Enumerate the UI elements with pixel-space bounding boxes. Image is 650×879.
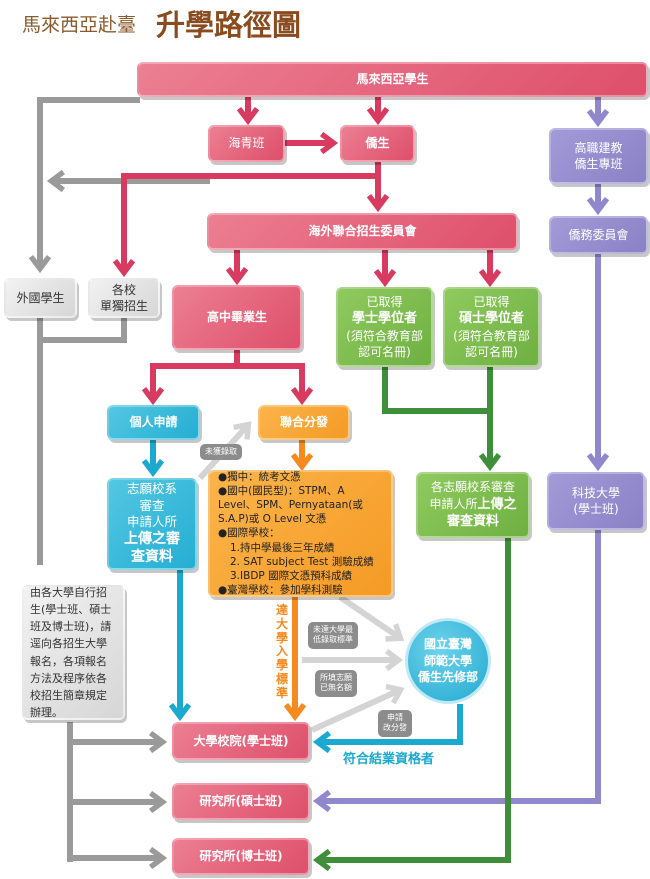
node-criteria: ●獨中：統考文憑 ●國中(國民型)：STPM、A Level、SPM、Perny…: [208, 470, 393, 597]
line: 國立臺灣: [423, 636, 472, 651]
line: 已取得: [473, 294, 510, 309]
node-haiqing: 海青班: [208, 125, 285, 162]
node-committee: 海外聯合招生委員會: [207, 213, 518, 250]
line: (須符合教育部: [453, 328, 530, 343]
node-bachelor-holder: 已取得學士學位者(須符合教育部認可名冊): [336, 287, 433, 367]
node-review-blue: 志願校系審查申請人所上傳之審查資料: [107, 478, 197, 570]
node-tech-university: 科技大學 (學士班): [547, 472, 645, 530]
line: 查資料: [131, 549, 173, 566]
line: 審查: [139, 497, 165, 513]
criteria-item: 3.IBDP 國際文憑預科成績: [230, 569, 353, 582]
node-high-school-grad: 高中畢業生: [172, 285, 302, 350]
line: 各志願校系審查: [430, 480, 515, 495]
criteria-item: ●國際學校：: [218, 527, 280, 540]
label-meets-standard: 達大學入學標準: [276, 603, 289, 700]
node-grad-phd: 研究所(博士班): [172, 838, 310, 875]
criteria-item: 1.持中學最後三年成績: [230, 541, 335, 554]
line: 各校: [111, 282, 136, 297]
label-apply-redistribute: 申請改分發: [378, 710, 412, 737]
node-vocational: 高職建教僑生專班: [549, 128, 648, 184]
line: 科技大學: [571, 485, 620, 500]
node-ocac: 僑務委員會: [549, 216, 648, 254]
label-not-admitted: 未獲錄取: [200, 444, 242, 461]
node-master-holder: 已取得碩士學位者(須符合教育部認可名冊): [443, 287, 540, 367]
line: 所填志願: [320, 673, 352, 682]
line: 僑生專班: [574, 157, 623, 171]
node-personal-application: 個人申請: [107, 405, 200, 440]
line: 已無名額: [320, 683, 352, 693]
line: 高職建教: [574, 140, 623, 155]
node-malaysia-students: 馬來西亞學生: [137, 62, 648, 97]
node-foreign-students: 外國學生: [4, 278, 77, 318]
line: 僑生先修部: [417, 670, 478, 685]
criteria-item: 2. SAT subject Test 測驗成績: [230, 555, 374, 568]
title-main: 升學路徑圖: [156, 8, 302, 42]
line: 認可名冊): [465, 344, 518, 359]
node-self-recruit-note: 由各大學自行招生(學士班、碩士班及博士班)，請逕向各招生大學報名，各項報名方法及…: [22, 585, 125, 720]
title-prefix: 馬來西亞赴臺: [22, 14, 137, 36]
line: 低錄取標準: [313, 635, 353, 645]
line: 學士學位者: [351, 311, 417, 327]
line: 已取得: [366, 294, 403, 309]
line: 申請: [387, 713, 403, 722]
label-no-quota: 所填志願已無名額: [315, 670, 357, 697]
line: 上傳之: [477, 496, 517, 512]
line: 師範大學: [423, 653, 472, 668]
line: 未達大學最: [313, 625, 353, 634]
node-grad-master: 研究所(碩士班): [172, 783, 310, 820]
criteria-item: ●獨中：統考文憑: [218, 470, 301, 483]
line: 碩士學位者: [458, 311, 524, 327]
line: (學士班): [573, 502, 619, 516]
node-review-green: 各志願校系審查申請人所上傳之審查資料: [416, 472, 530, 538]
line: 認可名冊): [358, 344, 411, 359]
line: 志願校系: [126, 481, 177, 497]
label-graduation-qualified: 符合結業資格者: [343, 752, 435, 767]
line: 單獨招生: [99, 299, 148, 313]
line: 審查資料: [446, 514, 499, 530]
node-joint-distribution: 聯合分發: [258, 405, 350, 440]
line: 申請人所: [429, 496, 478, 511]
line: 改分發: [383, 723, 407, 733]
line: 申請人所: [126, 513, 177, 529]
criteria-item: ●國中(國民型)：STPM、A Level、SPM、Pernyataan(或S.…: [218, 484, 363, 526]
node-ntnu: 國立臺灣師範大學僑生先修部: [405, 618, 491, 704]
node-university-bachelor: 大學校院(學士班): [172, 722, 310, 760]
label-below-min: 未達大學最低錄取標準: [308, 622, 358, 649]
line: 上傳之審: [124, 531, 180, 548]
node-independent: 各校單獨招生: [88, 278, 160, 318]
line: (須符合教育部: [346, 328, 423, 343]
criteria-item: ●臺灣學校：參加學科測驗: [218, 584, 343, 597]
node-overseas-chinese: 僑生: [340, 125, 415, 162]
